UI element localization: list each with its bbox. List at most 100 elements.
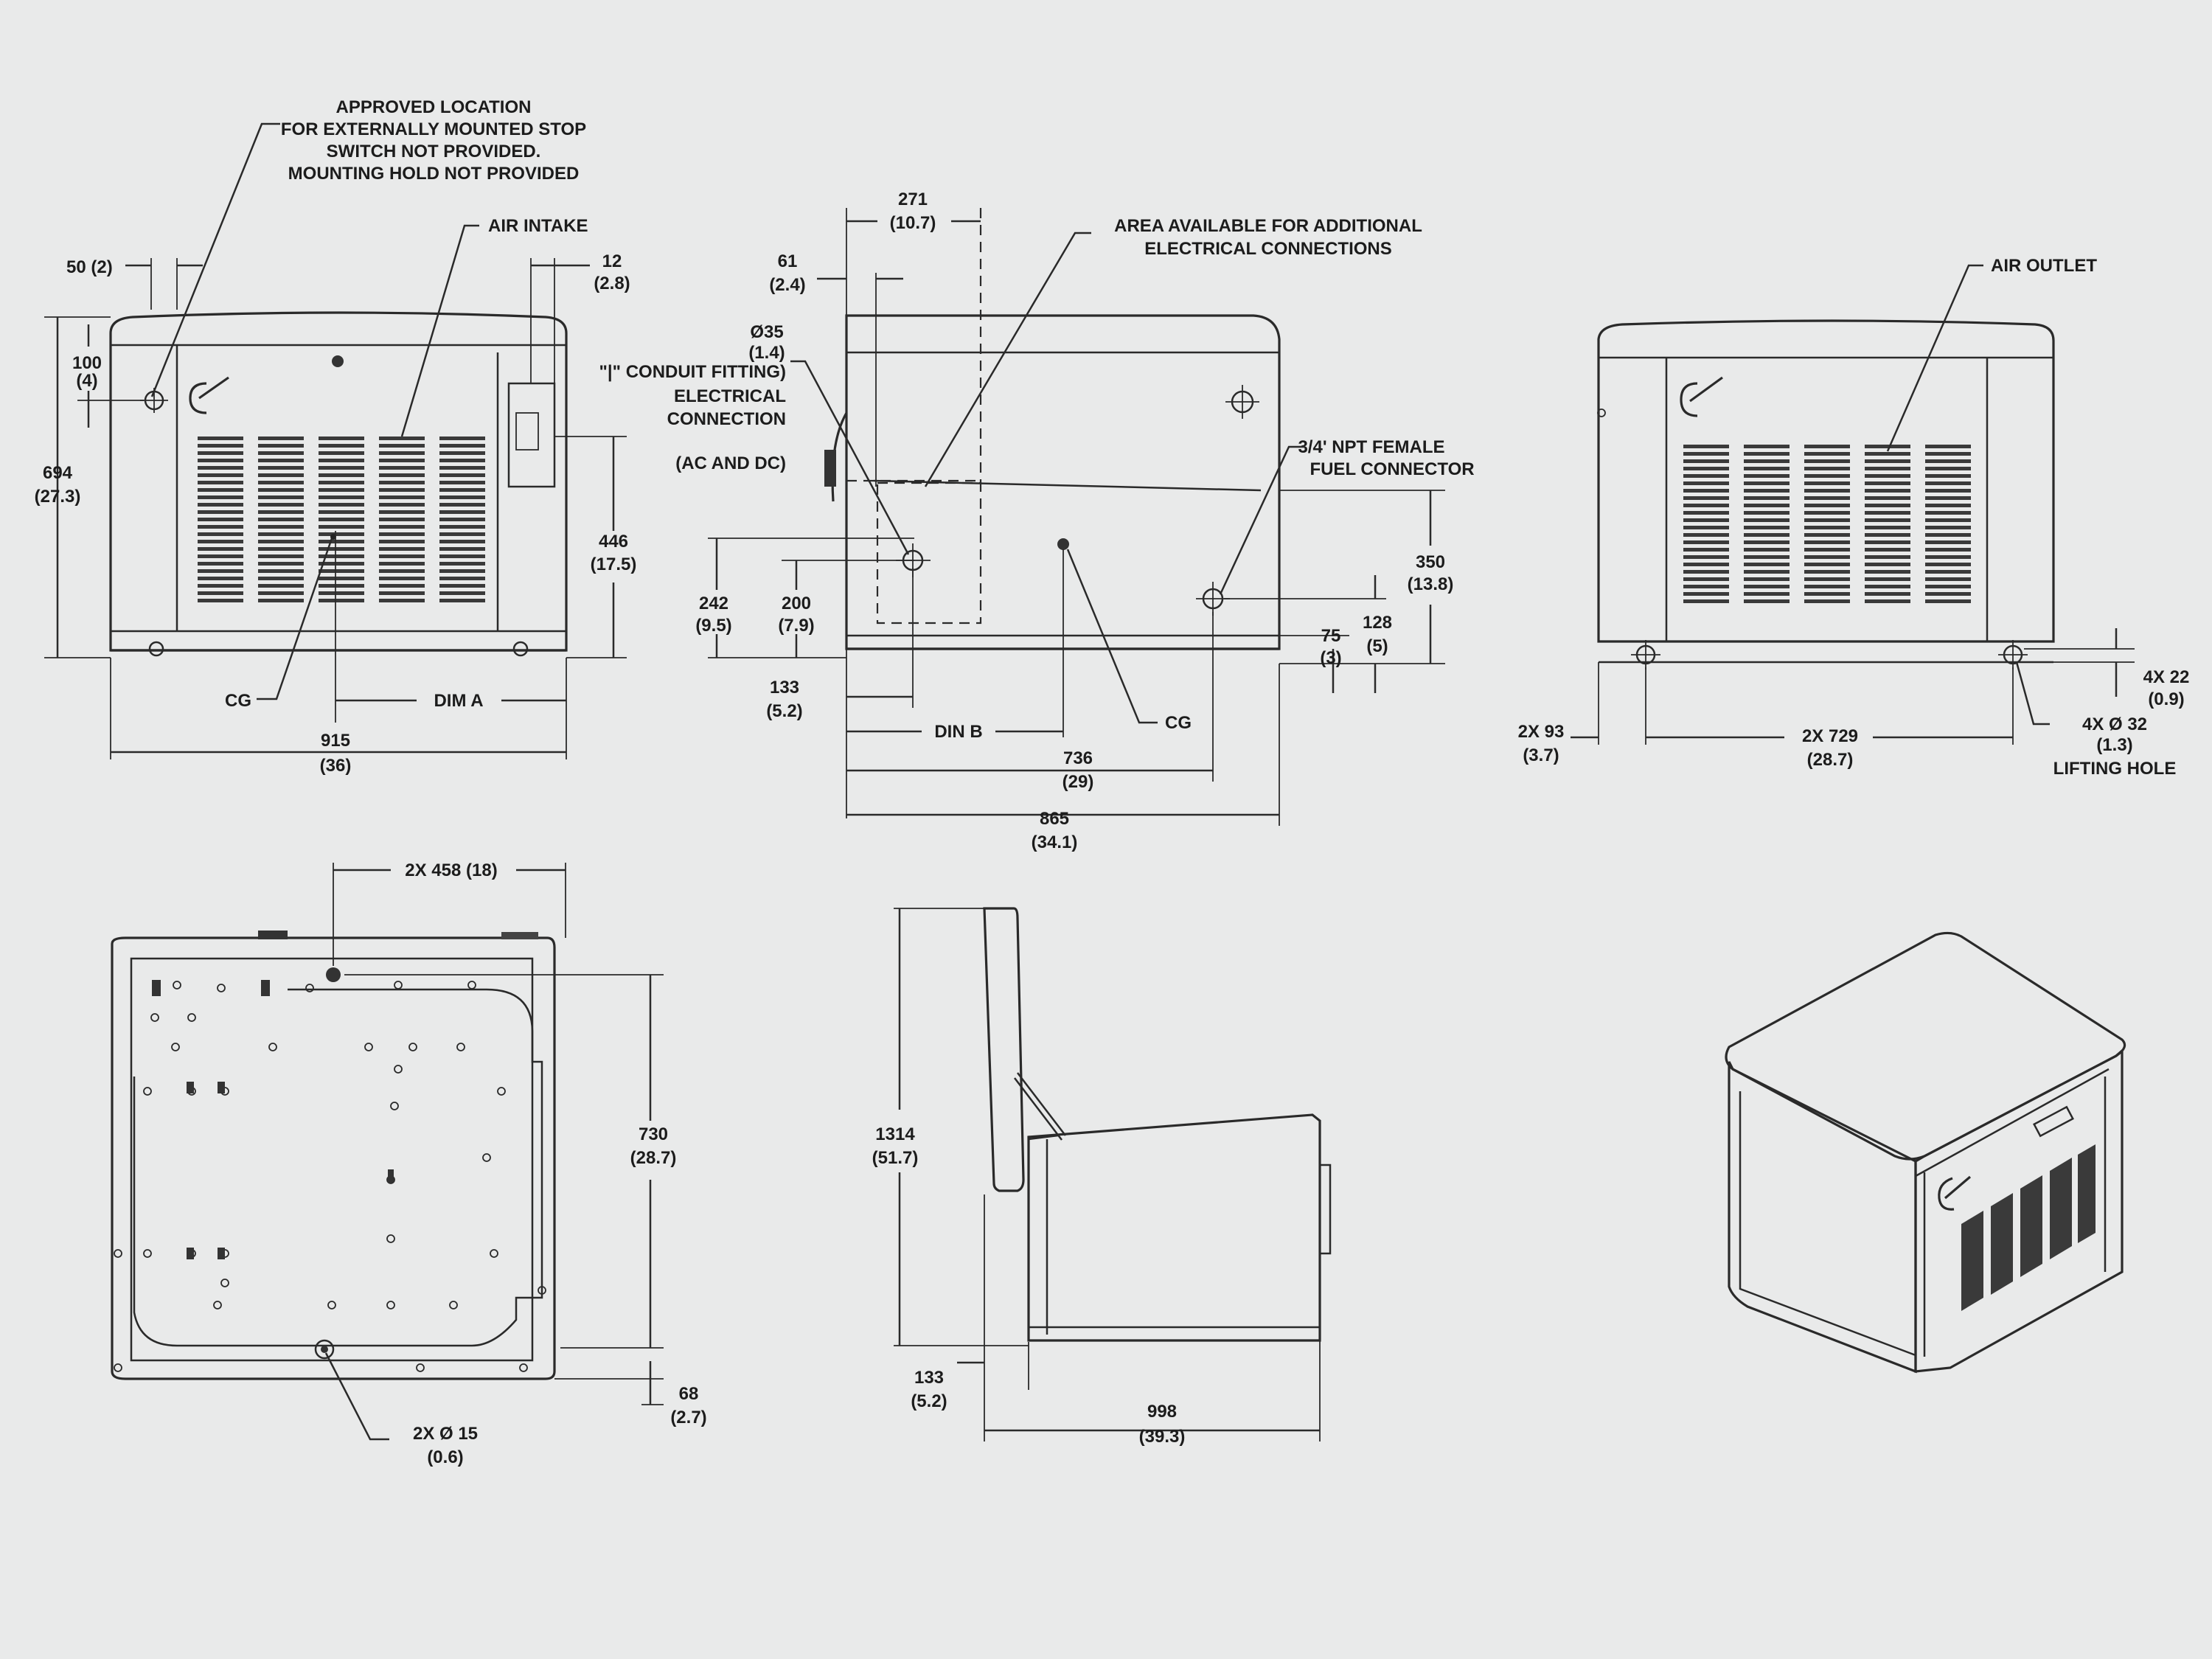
louvre-slat [1865, 570, 1910, 574]
louvre-slat [1865, 504, 1910, 507]
front-foot-hole [148, 641, 164, 657]
base-bolt-hole [220, 1279, 229, 1287]
louvre-slat [319, 591, 364, 595]
louvre-slat [1744, 518, 1790, 522]
base-slot [218, 1248, 225, 1259]
louvre-slat [1683, 445, 1729, 448]
louvre-slat [439, 525, 485, 529]
front-cg-leader [257, 538, 333, 700]
louvre-slat [319, 562, 364, 566]
dim-a-label: DIM A [434, 691, 483, 711]
louvre-slat [1804, 504, 1850, 507]
base-hole-leader [324, 1352, 389, 1441]
louvre-slat [439, 532, 485, 536]
dim-242-label: 242 [699, 594, 728, 613]
air-intake-leader [400, 224, 479, 437]
louvre-slat [258, 599, 304, 602]
dim-730-inch-label: (28.7) [630, 1148, 677, 1168]
louvre-slat [1804, 555, 1850, 559]
dim-133-side-inch-label: (5.2) [766, 701, 802, 721]
base-slot [187, 1248, 194, 1259]
louvre-slat [1804, 489, 1850, 493]
front-air-intake-louvres [198, 437, 485, 602]
louvre-slat [1925, 504, 1971, 507]
side-cg-marker [1057, 538, 1069, 550]
dim-128-inch-label: (5) [1366, 636, 1388, 656]
base-slot [152, 980, 161, 996]
louvre-slat [379, 577, 425, 580]
dim-446-inch-label: (17.5) [591, 554, 637, 574]
base-bolt-hole [305, 984, 314, 992]
louvre-slat [1683, 526, 1729, 529]
base-bolt-hole [143, 1087, 152, 1096]
louvre-slat [198, 451, 243, 455]
louvre-slat [1683, 459, 1729, 463]
louvre-slat [1865, 445, 1910, 448]
louvre-slat [1744, 585, 1790, 588]
louvre-slat [319, 518, 364, 521]
louvre-slat [1804, 445, 1850, 448]
louvre-slat [1804, 540, 1850, 544]
louvre-slat [1925, 452, 1971, 456]
louvre-slat [198, 495, 243, 499]
louvre-slat [258, 584, 304, 588]
louvre-slat [439, 495, 485, 499]
base-bolt-hole [490, 1249, 498, 1258]
louvre-slat [1744, 489, 1790, 493]
louvre-slat [319, 599, 364, 602]
louvre-slat [1804, 599, 1850, 603]
front-top-fastener [332, 355, 344, 367]
louvre-slat [1865, 563, 1910, 566]
louvre-slat [258, 444, 304, 448]
louvre-slat [439, 473, 485, 477]
louvre-slat [379, 525, 425, 529]
louvre-slat [258, 451, 304, 455]
louvre-slat [198, 577, 243, 580]
dim-100-inch-label: (4) [76, 371, 97, 391]
base-bolt-hole [213, 1301, 222, 1310]
air-outlet-leader [1886, 264, 1983, 452]
iso-cummins-logo-icon [1938, 1175, 1972, 1211]
dia-35-inch-label: (1.4) [748, 343, 785, 363]
louvre-slat [258, 481, 304, 484]
louvre-slat [258, 518, 304, 521]
louvre-slat [1804, 533, 1850, 537]
louvre-slat [1925, 540, 1971, 544]
rear-cummins-logo-icon [1680, 376, 1723, 417]
louvre-slat [439, 584, 485, 588]
louvre-slat [319, 495, 364, 499]
front-control-box [507, 382, 556, 488]
louvre-slat [198, 540, 243, 543]
louvre-slat [379, 584, 425, 588]
louvre-slat [379, 495, 425, 499]
louvre-slat [258, 577, 304, 580]
louvre-slat [1925, 585, 1971, 588]
louvre-slat [258, 495, 304, 499]
dim-915-label: 915 [321, 731, 350, 751]
dim-350-inch-label: (13.8) [1408, 574, 1454, 594]
front-view: APPROVED LOCATION FOR EXTERNALLY MOUNTED… [35, 97, 637, 776]
electrical-area-note-line-1: AREA AVAILABLE FOR ADDITIONAL [1114, 216, 1422, 236]
stop-switch-note-line-4: MOUNTING HOLD NOT PROVIDED [288, 164, 580, 184]
louvre-slat [379, 503, 425, 507]
louvre-slat [1865, 496, 1910, 500]
louvre-slat [1925, 518, 1971, 522]
louvre-slat [258, 437, 304, 440]
dim-271-label: 271 [898, 189, 928, 209]
louvre-slat [1744, 504, 1790, 507]
louvre-slat [1804, 474, 1850, 478]
louvre-slat [1804, 585, 1850, 588]
louvre-slat [319, 540, 364, 543]
louvre-slat [198, 525, 243, 529]
louvre-slat [1865, 518, 1910, 522]
louvre-slat [198, 562, 243, 566]
louvre-slat [439, 518, 485, 521]
base-bolt-hole [386, 1301, 395, 1310]
dia-15-inch-label: (0.6) [427, 1447, 463, 1467]
louvre-slat [1925, 555, 1971, 559]
louvre-slat [1683, 496, 1729, 500]
louvre-slat [1683, 563, 1729, 566]
dim-200-label: 200 [782, 594, 811, 613]
louvre-slat [1925, 563, 1971, 566]
